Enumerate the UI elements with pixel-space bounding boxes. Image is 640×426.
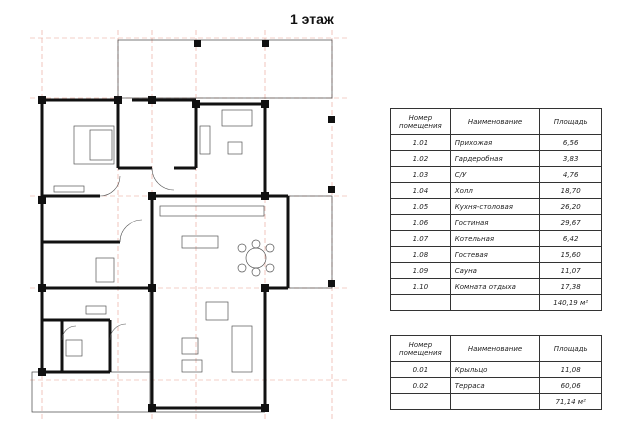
room-name: Гостиная <box>449 214 541 231</box>
total-row: 140,19 м² <box>390 294 602 311</box>
total-row: 71,14 м² <box>390 393 602 410</box>
column-header: Номер помещения <box>390 108 451 135</box>
room-name: Терраса <box>449 377 541 394</box>
room-number: 1.07 <box>390 230 451 247</box>
room-name: Сауна <box>449 262 541 279</box>
outdoor-table: Номер помещения Наименование Площадь 0.0… <box>390 335 602 410</box>
room-name: Гостевая <box>449 246 541 263</box>
room-name: Комната отдыха <box>449 278 541 295</box>
page-title: 1 этаж <box>290 11 334 27</box>
room-area: 18,70 <box>539 182 602 199</box>
room-number: 1.10 <box>390 278 451 295</box>
room-area: 11,07 <box>539 262 602 279</box>
room-area: 6,42 <box>539 230 602 247</box>
table-header-row: Номер помещения Наименование Площадь <box>390 108 602 135</box>
grid-axes <box>30 30 350 420</box>
room-area: 3,83 <box>539 150 602 167</box>
columns <box>38 40 335 412</box>
room-number: 1.08 <box>390 246 451 263</box>
room-area: 4,76 <box>539 166 602 183</box>
room-name: Кухня-столовая <box>449 198 541 215</box>
room-number: 1.09 <box>390 262 451 279</box>
room-number: 1.06 <box>390 214 451 231</box>
floor-plan <box>30 30 350 420</box>
rooms-table: Номер помещения Наименование Площадь 1.0… <box>390 108 602 311</box>
room-number: 1.01 <box>390 134 451 151</box>
doors <box>61 167 175 341</box>
room-name: Прихожая <box>449 134 541 151</box>
room-area: 15,60 <box>539 246 602 263</box>
column-header: Номер помещения <box>390 335 451 362</box>
room-area: 6,56 <box>539 134 602 151</box>
column-header: Площадь <box>539 108 602 135</box>
room-area: 60,06 <box>539 377 602 394</box>
room-area: 29,67 <box>539 214 602 231</box>
room-name: С/У <box>449 166 541 183</box>
room-area: 17,38 <box>539 278 602 295</box>
room-number: 1.05 <box>390 198 451 215</box>
room-name: Котельная <box>449 230 541 247</box>
room-number: 1.02 <box>390 150 451 167</box>
room-number: 0.01 <box>390 361 451 378</box>
total-area: 71,14 м² <box>539 393 602 410</box>
walls <box>40 98 290 410</box>
room-name: Гардеробная <box>449 150 541 167</box>
furniture <box>53 109 275 373</box>
room-number: 1.04 <box>390 182 451 199</box>
room-number: 1.03 <box>390 166 451 183</box>
column-header: Наименование <box>449 108 541 135</box>
room-area: 11,08 <box>539 361 602 378</box>
room-name: Крыльцо <box>449 361 541 378</box>
room-area: 26,20 <box>539 198 602 215</box>
total-area: 140,19 м² <box>539 294 602 311</box>
column-header: Площадь <box>539 335 602 362</box>
table-header-row: Номер помещения Наименование Площадь <box>390 335 602 362</box>
room-number: 0.02 <box>390 377 451 394</box>
column-header: Наименование <box>449 335 541 362</box>
room-name: Холл <box>449 182 541 199</box>
